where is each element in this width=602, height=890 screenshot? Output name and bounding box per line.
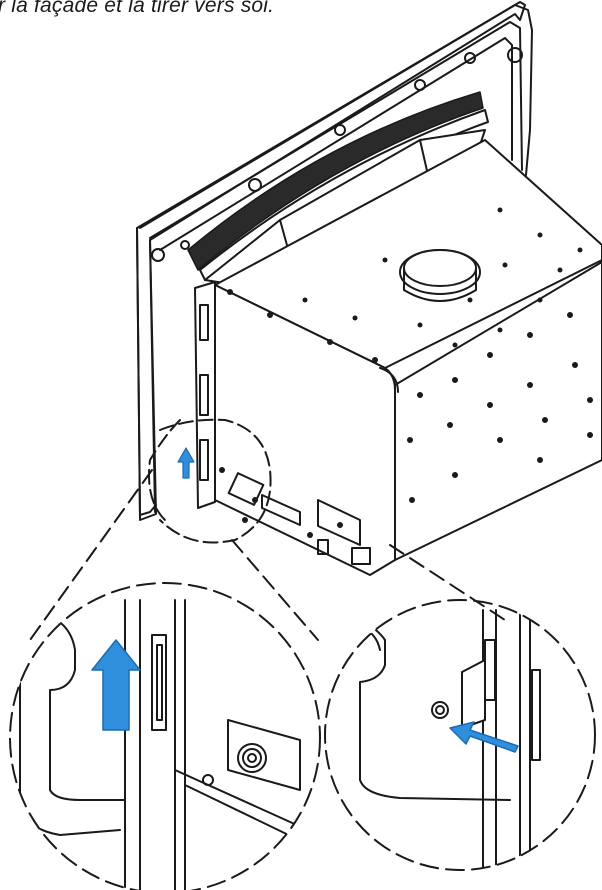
- up-arrow-icon: [177, 447, 195, 479]
- motor-housing: [194, 139, 602, 576]
- leader-lines: [29, 469, 506, 641]
- magnified-right: [324, 599, 596, 871]
- facade-frame: [136, 1, 533, 521]
- bolt-pattern: [219, 207, 593, 538]
- magnified-left: [9, 582, 321, 890]
- insert-arrow-icon: [449, 721, 519, 753]
- detail-circle-source: [148, 418, 272, 544]
- instruction-caption: r la façade et la tirer vers soi.: [0, 0, 275, 17]
- up-arrow-icon: [91, 639, 141, 731]
